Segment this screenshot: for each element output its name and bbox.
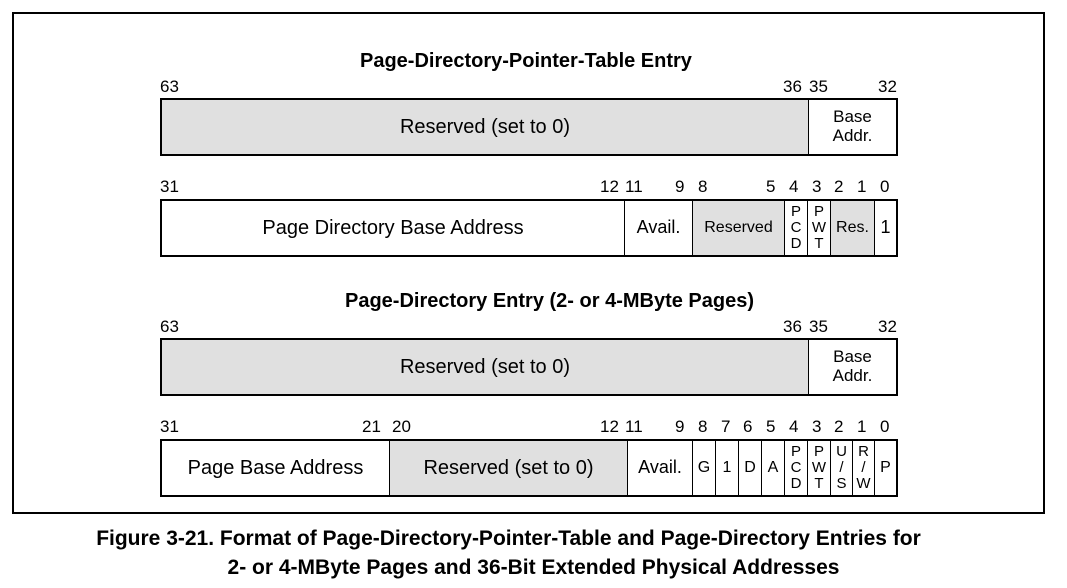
bit-number: 11 (625, 177, 643, 196)
bit-number: 2 (834, 177, 844, 196)
p-field: P (874, 441, 896, 495)
bit-number: 35 (809, 77, 828, 96)
bit-number: 32 (878, 317, 897, 336)
reserved-field: Reserved (set to 0) (162, 100, 808, 154)
bit-number: 6 (743, 417, 753, 436)
bit-number: 35 (809, 317, 828, 336)
bit-number: 21 (362, 417, 381, 436)
bit-number: 0 (880, 177, 890, 196)
pcd-field: P C D (784, 201, 807, 255)
pde-lower-row: Page Base Address Reserved (set to 0) Av… (160, 439, 898, 497)
bit-number: 0 (880, 417, 890, 436)
bit-number: 12 (600, 417, 619, 436)
bit-number: 9 (675, 417, 685, 436)
bit-number: 31 (160, 417, 179, 436)
g-field: G (692, 441, 715, 495)
pwt-field: P W T (807, 201, 830, 255)
bit-number: 5 (766, 417, 776, 436)
bit-number: 4 (789, 177, 799, 196)
a-field: A (761, 441, 784, 495)
bit-number: 1 (857, 417, 867, 436)
pdpte-lower-row: Page Directory Base Address Avail. Reser… (160, 199, 898, 257)
figure-caption-line2: 2- or 4-MByte Pages and 36-Bit Extended … (227, 556, 840, 579)
bit-number: 3 (812, 177, 822, 196)
bit0-field: 1 (874, 201, 896, 255)
avail-field: Avail. (624, 201, 692, 255)
bit-number: 20 (392, 417, 411, 436)
bit-number: 3 (812, 417, 822, 436)
bit-number: 31 (160, 177, 179, 196)
bit-number: 8 (698, 417, 708, 436)
figure-frame (12, 12, 1045, 514)
reserved-field: Reserved (set to 0) (389, 441, 627, 495)
page-base-address-field: Page Base Address (187, 457, 364, 479)
pde-title: Page-Directory Entry (2- or 4-MByte Page… (345, 290, 755, 312)
bit-number: 32 (878, 77, 897, 96)
bit-number: 9 (675, 177, 685, 196)
bit-number: 5 (766, 177, 776, 196)
bit-number: 36 (783, 77, 802, 96)
bit-number: 2 (834, 417, 844, 436)
bit-number: 36 (783, 317, 802, 336)
bit-number: 4 (789, 417, 799, 436)
bit-number: 1 (857, 177, 867, 196)
pwt-field: P W T (807, 441, 830, 495)
page-directory-base-address-field: Page Directory Base Address (262, 217, 524, 239)
figure-caption: Figure 3-21. Format of Page-Directory-Po… (96, 527, 921, 550)
res-field: Res. (830, 201, 874, 255)
base-addr-field: Base Addr. (808, 340, 896, 394)
pde-upper-row: Reserved (set to 0) Base Addr. (160, 338, 898, 396)
pdpte-title: Page-Directory-Pointer-Table Entry (360, 50, 692, 72)
reserved-field: Reserved (692, 201, 784, 255)
reserved-field: Reserved (set to 0) (162, 340, 808, 394)
pcd-field: P C D (784, 441, 807, 495)
bit-number: 63 (160, 317, 179, 336)
d-field: D (738, 441, 761, 495)
bit-number: 7 (721, 417, 731, 436)
us-field: U / S (830, 441, 852, 495)
bit-number: 8 (698, 177, 708, 196)
rw-field: R / W (852, 441, 874, 495)
bit-number: 12 (600, 177, 619, 196)
ps-field: 1 (715, 441, 738, 495)
bit-number: 11 (625, 417, 643, 436)
pdpte-upper-row: Reserved (set to 0) Base Addr. (160, 98, 898, 156)
avail-field: Avail. (627, 441, 692, 495)
bit-number: 63 (160, 77, 179, 96)
base-addr-field: Base Addr. (808, 100, 896, 154)
